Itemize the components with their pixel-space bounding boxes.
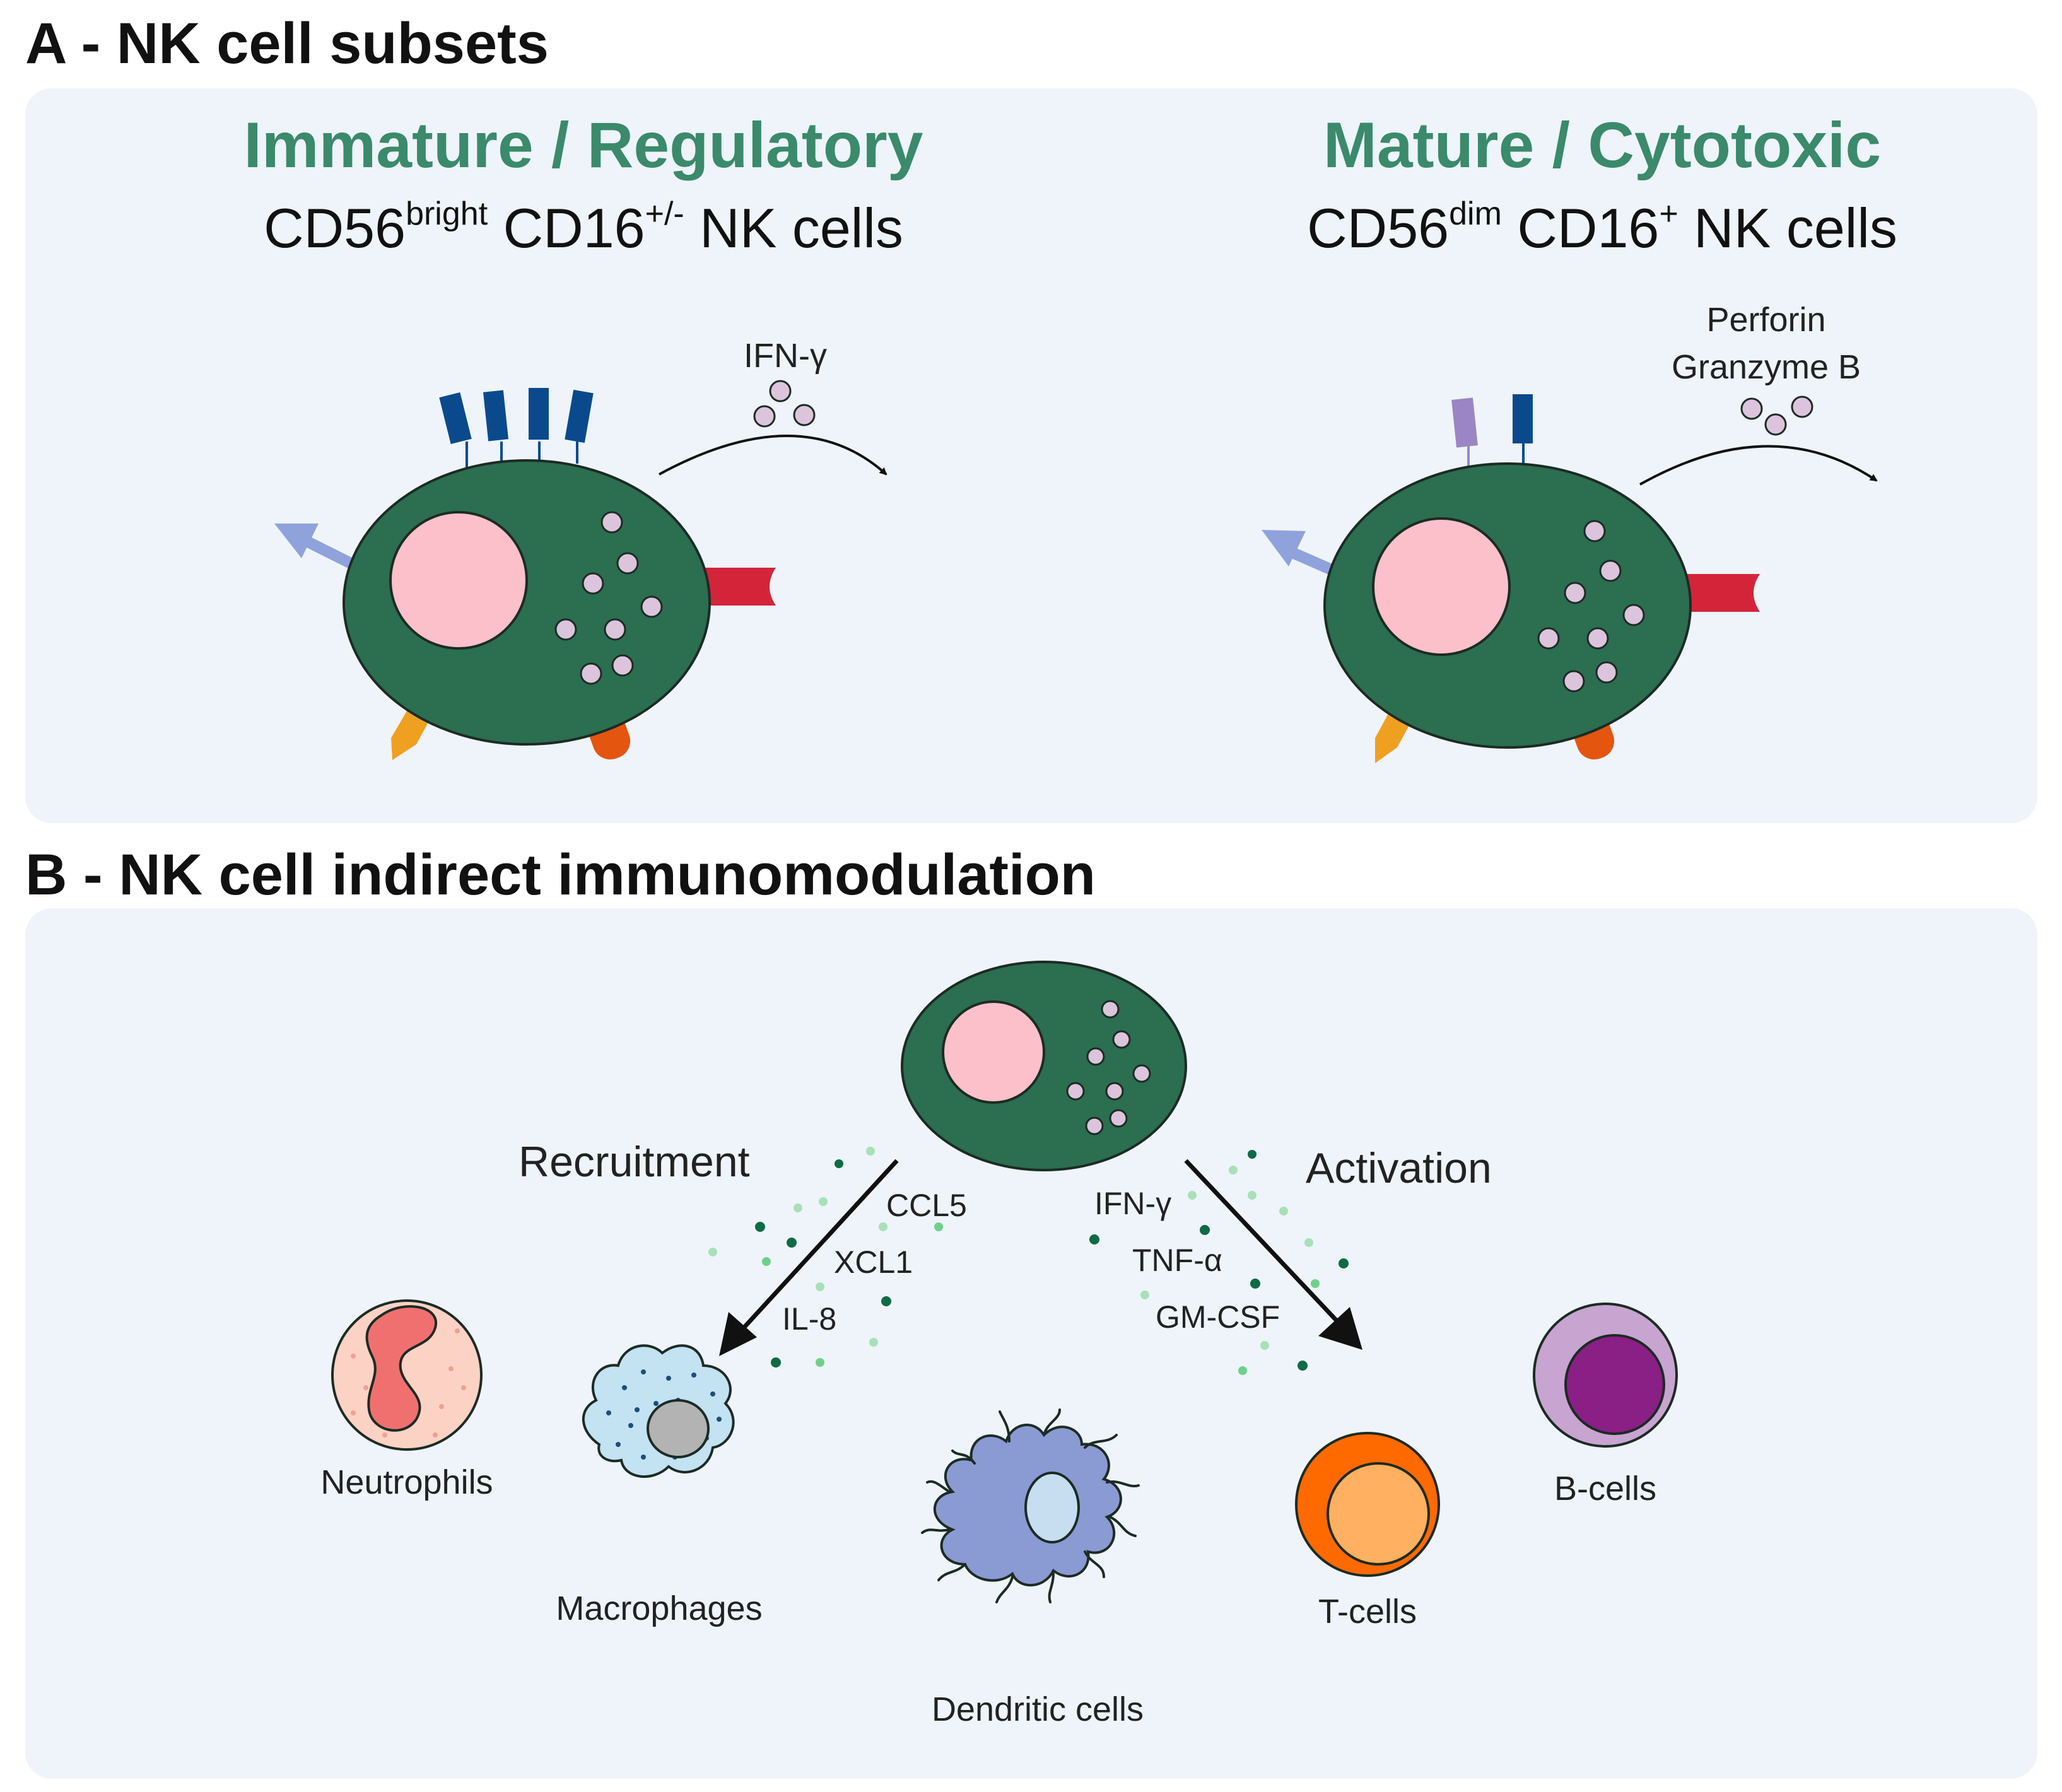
- receptor-red-right: [1681, 574, 1760, 612]
- cd56-bright-label: CD56bright CD16+/- NK cells: [264, 196, 903, 259]
- cytokine-il8: IL-8: [782, 1301, 836, 1337]
- cytokine-ifn-gamma: IFN-γ: [1094, 1186, 1171, 1221]
- neutrophil-cell: Neutrophils: [320, 1299, 493, 1501]
- secreted-granules-right: [1740, 395, 1813, 436]
- nucleus-right: [1372, 517, 1511, 656]
- cytokine-xcl1: XCL1: [834, 1244, 913, 1280]
- b-cell: B-cells: [1533, 1303, 1678, 1508]
- panel-b-background: [25, 908, 2037, 1779]
- recruitment-label: Recruitment: [518, 1138, 750, 1186]
- dendritic-cells-label: Dendritic cells: [932, 1690, 1144, 1728]
- cd56-dim-label: CD56dim CD16+ NK cells: [1307, 196, 1897, 259]
- migration-arrowhead-right: [1262, 530, 1306, 566]
- macrophage-nucleus: [647, 1399, 710, 1458]
- activation-cytokine-dots: [1089, 1150, 1349, 1375]
- ifn-gamma-label-a: IFN-γ: [744, 337, 827, 375]
- mature-nk-cell: Perforin Granzyme B: [1262, 301, 1878, 763]
- macrophages-label: Macrophages: [556, 1590, 762, 1627]
- dendritic-cell: Dendritic cells: [921, 1408, 1144, 1728]
- mature-cytotoxic-heading: Mature / Cytotoxic: [1323, 109, 1881, 181]
- receptors-top-right: [1451, 394, 1533, 470]
- receptor-red-left: [700, 568, 776, 606]
- neutrophils-label: Neutrophils: [320, 1463, 493, 1501]
- panel-a-title: A - NK cell subsets: [25, 11, 549, 76]
- t-cell-nucleus: [1327, 1462, 1430, 1566]
- t-cell: T-cells: [1295, 1432, 1440, 1631]
- t-cells-label: T-cells: [1318, 1593, 1417, 1631]
- central-nk-cell: [901, 961, 1187, 1171]
- granules-center: [1066, 1000, 1151, 1135]
- recruitment-cytokine-dots: [708, 1147, 943, 1367]
- activation-arrowhead: [1318, 1307, 1362, 1350]
- perforin-label: Perforin: [1706, 301, 1825, 339]
- immature-nk-cell: IFN-γ: [274, 337, 887, 760]
- cytokine-ccl5: CCL5: [886, 1188, 967, 1223]
- activation-label: Activation: [1306, 1144, 1492, 1192]
- recruitment-arrowhead: [719, 1312, 757, 1356]
- secretion-arrow-left: [659, 435, 887, 476]
- cytokine-gm-csf: GM-CSF: [1156, 1299, 1280, 1335]
- nucleus-left: [389, 511, 528, 650]
- nucleus-center: [942, 1000, 1045, 1104]
- granules-right: [1537, 520, 1645, 693]
- activation-arrow: [1184, 1159, 1342, 1326]
- receptors-blue-left: [439, 388, 594, 468]
- macrophage-cell: Macrophages: [556, 1344, 763, 1627]
- granzyme-b-label: Granzyme B: [1672, 348, 1861, 386]
- migration-arrowhead-left: [274, 524, 319, 558]
- b-cell-nucleus: [1564, 1334, 1665, 1435]
- secretion-arrow-right: [1639, 445, 1878, 486]
- granules-left: [554, 511, 663, 685]
- dendritic-nucleus: [1024, 1472, 1080, 1543]
- recruitment-arrow: [736, 1159, 899, 1336]
- neutrophil-nucleus: [365, 1305, 438, 1432]
- immature-regulatory-heading: Immature / Regulatory: [244, 109, 923, 181]
- panel-b-title: B - NK cell indirect immunomodulation: [25, 843, 1096, 907]
- secreted-granules-left: [753, 380, 816, 428]
- b-cells-label: B-cells: [1554, 1470, 1656, 1508]
- cytokine-tnf-alpha: TNF-α: [1132, 1243, 1222, 1278]
